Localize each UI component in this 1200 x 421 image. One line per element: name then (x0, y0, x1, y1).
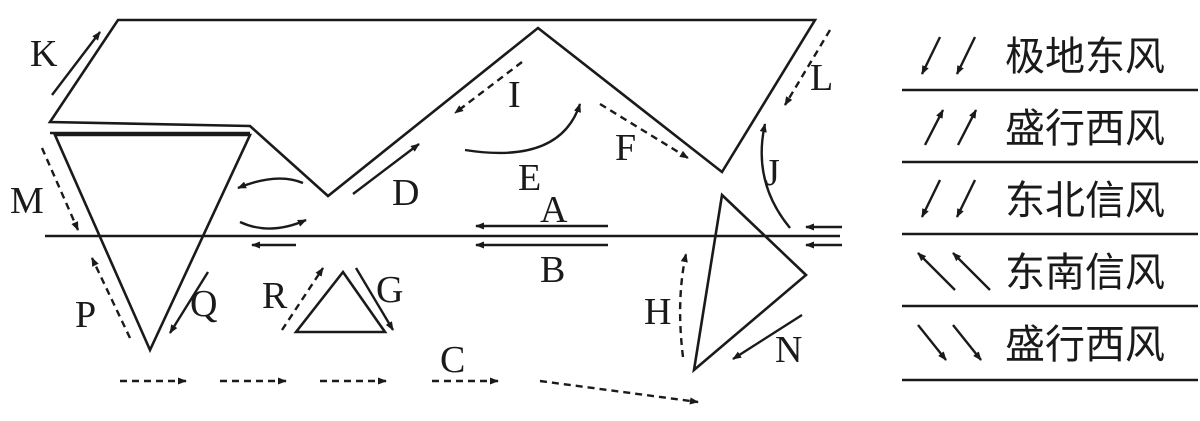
legend-arrow-icon (917, 252, 956, 291)
current-arrow-p (90, 257, 132, 339)
legend-arrow-icon (923, 109, 945, 146)
current-arrow-r (280, 267, 325, 331)
left-southern-continent-outline (53, 133, 253, 354)
legend: 极地东风 盛行西风 东北信风 东南信风 盛行西风 (902, 34, 1198, 382)
legend-arrow-icon (955, 179, 977, 218)
label-i: I (508, 74, 521, 116)
label-p: P (75, 294, 96, 336)
current-arrow-left-lower (239, 218, 307, 230)
legend-label: 盛行西风 (1005, 322, 1165, 368)
legend-label: 东南信风 (1005, 250, 1165, 296)
current-arrow-m (40, 147, 80, 231)
label-m: M (10, 180, 44, 222)
legend-label: 盛行西风 (1005, 106, 1165, 152)
current-arrow-q (168, 271, 210, 334)
current-arrow-n (732, 313, 803, 361)
legend-arrow-icon (920, 179, 942, 218)
label-f: F (615, 127, 636, 169)
current-arrow-h (678, 253, 688, 358)
label-c: C (440, 339, 465, 381)
label-d: D (392, 172, 419, 214)
label-r: R (262, 275, 288, 317)
current-arrow-f (599, 102, 689, 160)
current-arrows (40, 29, 842, 405)
label-j: J (765, 152, 780, 194)
current-arrow-g (354, 267, 395, 331)
legend-item-polar-easterlies: 极地东风 (920, 34, 1165, 80)
current-arrow-k (51, 31, 101, 96)
label-n: N (775, 329, 802, 371)
legend-item-westerlies-south: 盛行西风 (917, 322, 1165, 368)
legend-arrow-icon (917, 324, 947, 361)
legend-item-southeast-trades: 东南信风 (917, 250, 1165, 296)
legend-item-northeast-trades: 东北信风 (920, 178, 1165, 224)
current-arrow-l (783, 29, 832, 106)
legend-arrow-icon (952, 252, 991, 291)
current-arrow-j (759, 123, 791, 229)
small-island-outline (293, 269, 388, 334)
label-q: Q (190, 283, 217, 325)
label-k: K (30, 33, 58, 75)
label-g: G (376, 269, 403, 311)
legend-item-westerlies-north: 盛行西风 (923, 106, 1165, 152)
current-arrow-d (352, 143, 420, 195)
legend-arrow-icon (956, 109, 978, 146)
legend-arrow-icon (920, 36, 942, 75)
current-arrow-left-upper (237, 177, 304, 190)
continent-outlines (47, 18, 818, 374)
label-e: E (518, 157, 541, 199)
current-arrow-c5 (539, 379, 699, 405)
label-b: B (540, 249, 565, 291)
northern-continent-outline (47, 18, 818, 198)
legend-label: 东北信风 (1005, 178, 1165, 224)
legend-arrow-icon (955, 36, 977, 75)
legend-arrow-icon (952, 324, 982, 361)
letter-labels: K L I F E D J M A B P Q R G H N C (10, 33, 833, 381)
current-arrow-e (464, 103, 582, 155)
label-a: A (540, 189, 568, 231)
label-h: H (644, 291, 671, 333)
label-l: L (810, 57, 833, 99)
current-arrow-i (454, 61, 523, 114)
legend-label: 极地东风 (1005, 34, 1165, 80)
